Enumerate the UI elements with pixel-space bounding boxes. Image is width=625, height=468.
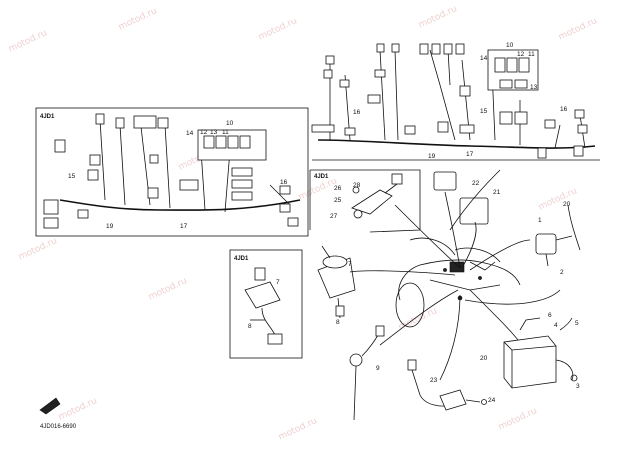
starter-relay: 1 2 20 — [535, 201, 581, 276]
callout-6: 6 — [548, 312, 552, 319]
callout-10: 10 — [226, 120, 234, 127]
watermark-text: motod.ru — [17, 236, 59, 263]
callout-8: 8 — [336, 319, 340, 326]
callout-22: 22 — [472, 180, 480, 187]
callout-12: 12 — [517, 51, 525, 58]
leader-lines — [349, 169, 561, 381]
inset-relay: 4JD1 26 25 27 28 — [309, 169, 421, 233]
callout-7: 7 — [276, 279, 280, 286]
callout-26: 26 — [334, 185, 342, 192]
diagram-code: 4JD016-6690 — [40, 424, 77, 430]
callout-5: 5 — [575, 320, 579, 327]
callout-4: 4 — [554, 322, 558, 329]
callout-1: 1 — [538, 217, 542, 224]
neutral-switch: 9 — [349, 325, 385, 421]
callout-14: 14 — [480, 55, 488, 62]
watermark-text: motod.ru — [7, 28, 49, 55]
callout-12: 12 — [200, 129, 208, 136]
callout-15: 15 — [68, 173, 76, 180]
callout-17: 17 — [180, 223, 188, 230]
watermark-text: motod.ru — [537, 186, 579, 213]
watermark-text: motod.ru — [557, 16, 599, 43]
callout-21: 21 — [493, 189, 501, 196]
callout-11: 11 — [222, 129, 229, 136]
watermark-text: motod.ru — [147, 276, 189, 303]
callout-25: 25 — [334, 197, 342, 204]
callout-17: 17 — [466, 151, 474, 158]
callout-28: 28 — [353, 182, 361, 189]
callout-23: 23 — [430, 377, 438, 384]
callout-16: 16 — [353, 109, 361, 116]
watermark-text: motod.ru — [57, 396, 99, 423]
watermark-text: motod.ru — [277, 416, 319, 443]
inset-main-switch: 4JD1 7 8 — [229, 249, 303, 359]
callout-3: 3 — [576, 383, 580, 390]
callout-20: 20 — [480, 355, 488, 362]
callout-15: 15 — [480, 108, 488, 115]
inset-harness-left: 4JD1 10 14 12 13 11 — [35, 107, 309, 237]
callout-24: 24 — [488, 397, 496, 404]
motorcycle-outline — [395, 237, 521, 328]
main-switch: 8 7 — [317, 245, 356, 326]
callout-20: 20 — [563, 201, 571, 208]
callout-2: 2 — [560, 269, 564, 276]
callout-13: 13 — [210, 129, 218, 136]
watermark-text: motod.ru — [117, 6, 159, 33]
inset-model-tag: 4JD1 — [40, 114, 55, 120]
watermark-text: motod.ru — [397, 306, 439, 333]
callout-7: 7 — [348, 261, 352, 268]
callout-8: 8 — [248, 323, 252, 330]
callout-14: 14 — [186, 130, 194, 137]
callout-13: 13 — [530, 84, 538, 91]
callout-16: 16 — [560, 106, 568, 113]
watermark-text: motod.ru — [497, 406, 539, 433]
battery: 5 6 4 3 20 — [480, 312, 580, 390]
watermark-text: motod.ru — [297, 176, 339, 203]
fuse-holder: 23 24 — [407, 359, 496, 411]
watermark-text: motod.ru — [417, 4, 459, 31]
relay-units: 22 21 — [433, 171, 501, 225]
watermark-text: motod.ru — [257, 16, 299, 43]
callout-16: 16 — [280, 179, 288, 186]
callout-9: 9 — [376, 365, 380, 372]
inset-model-tag: 4JD1 — [314, 174, 329, 180]
main-harness-top-right: 10 12 11 14 13 16 16 19 17 15 — [311, 42, 600, 161]
callout-27: 27 — [330, 213, 338, 220]
reference-mark: 4JD016-6690 — [39, 397, 77, 430]
callout-10: 10 — [506, 42, 514, 49]
inset-model-tag: 4JD1 — [234, 256, 249, 262]
callout-19: 19 — [428, 153, 436, 160]
callout-11: 11 — [528, 51, 535, 58]
callout-19: 19 — [106, 223, 114, 230]
